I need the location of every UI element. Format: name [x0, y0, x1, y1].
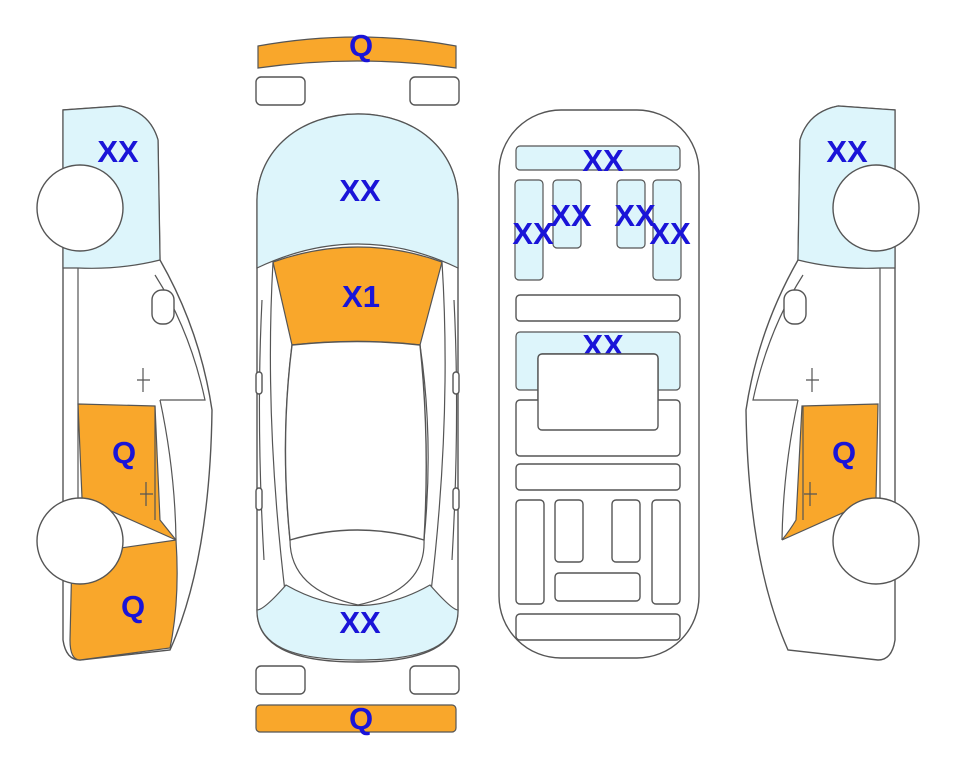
left-door-line-2	[159, 399, 177, 541]
left-mirror	[151, 289, 175, 325]
interior-trunk-inner-right	[611, 499, 641, 563]
left-windshield-code: XX	[97, 134, 139, 169]
top-hood-code: X1	[342, 279, 380, 314]
rear-bumper-code: Q	[349, 701, 373, 736]
interior-dashboard-panel[interactable]	[515, 145, 681, 171]
right-door-line-2	[781, 399, 799, 541]
top-right-side-line	[429, 261, 446, 601]
top-windshield-panel[interactable]	[256, 113, 459, 269]
interior-trunk-mid	[554, 572, 641, 602]
interior-front-left-seat-code: XX	[512, 216, 554, 251]
top-rear-glass-panel[interactable]	[256, 584, 459, 661]
rear-left-lamp	[255, 665, 306, 695]
front-right-lamp	[409, 76, 460, 106]
right-handle-top	[806, 368, 819, 392]
interior-front-left-seat-panel[interactable]	[514, 179, 544, 281]
left-door-line	[154, 274, 206, 401]
top-left-side-line	[269, 261, 287, 601]
top-left-mirror	[255, 371, 263, 395]
interior-front-left-inner-code: XX	[550, 198, 592, 233]
right-front-wheel	[832, 164, 920, 252]
top-left-handle	[255, 487, 263, 511]
top-rear-glass-code: XX	[339, 605, 381, 640]
left-front-door-code: Q	[112, 435, 136, 470]
top-left-door-line	[258, 299, 265, 561]
interior-front-right-seat-code: XX	[649, 216, 691, 251]
left-rear-wheel	[36, 497, 124, 585]
interior-trunk-bar	[515, 463, 681, 491]
rear-bumper-panel[interactable]	[255, 704, 457, 733]
interior-view: XX XX XX XX XX XX	[498, 109, 700, 659]
right-windshield-code: XX	[826, 134, 868, 169]
front-bumper-group[interactable]: Q	[257, 28, 457, 69]
top-right-inner-line	[419, 344, 429, 541]
right-side-view: XX Q	[745, 105, 920, 661]
interior-rear-console-top	[537, 353, 659, 431]
top-trunk-line	[289, 539, 425, 606]
interior-front-right-inner-code: XX	[614, 198, 656, 233]
interior-trunk-rear	[515, 613, 681, 641]
left-front-fender-code: Q	[121, 589, 145, 624]
right-handle-bottom	[804, 482, 817, 506]
interior-front-right-seat-panel[interactable]	[652, 179, 682, 281]
top-right-handle	[452, 487, 460, 511]
interior-front-right-inner-panel[interactable]	[616, 179, 646, 249]
interior-front-left-inner-panel[interactable]	[552, 179, 582, 249]
left-side-view: XX Q Q	[36, 105, 213, 661]
front-left-lamp	[255, 76, 306, 106]
interior-dashboard-code: XX	[582, 143, 624, 178]
interior-console	[515, 294, 681, 322]
top-roof-panel	[284, 340, 427, 541]
interior-trunk-left	[515, 499, 545, 605]
right-door-line	[752, 274, 804, 401]
top-view-car: XX X1 XX	[255, 113, 460, 663]
left-handle-top	[137, 368, 150, 392]
left-front-wheel	[36, 164, 124, 252]
right-rear-wheel	[832, 497, 920, 585]
top-right-door-line	[451, 299, 458, 561]
top-windshield-code: XX	[339, 173, 381, 208]
interior-trunk-inner-left	[554, 499, 584, 563]
top-right-mirror	[452, 371, 460, 395]
rear-bumper-group[interactable]: Q	[255, 701, 457, 736]
left-handle-bottom	[140, 482, 153, 506]
right-mirror	[783, 289, 807, 325]
right-front-door-code: Q	[832, 435, 856, 470]
front-bumper-panel[interactable]	[257, 36, 457, 69]
interior-trunk-right	[651, 499, 681, 605]
rear-right-lamp	[409, 665, 460, 695]
front-bumper-code: Q	[349, 28, 373, 63]
